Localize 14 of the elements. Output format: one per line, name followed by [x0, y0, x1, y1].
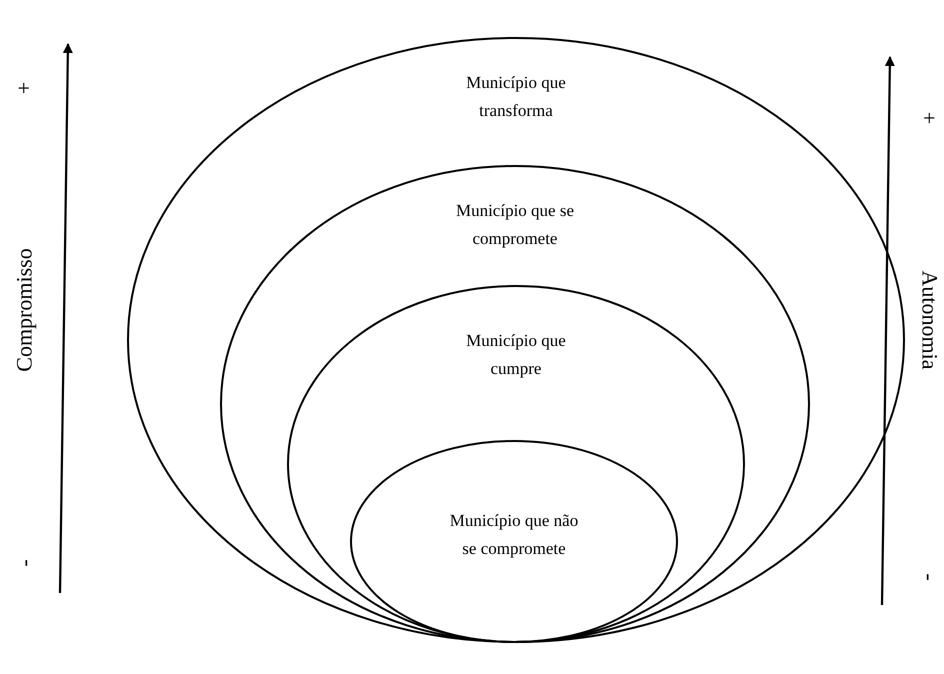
ellipse-node: [127, 37, 905, 643]
node-label: Município que se compromete: [454, 200, 576, 250]
axis-label: Autonomia: [918, 270, 940, 370]
ellipse-node: [220, 165, 810, 643]
node-label: Município que transforma: [465, 72, 567, 122]
axis-sign: -: [13, 559, 36, 567]
axis-sign: +: [918, 112, 940, 124]
node-label: Município que não se compromete: [449, 510, 579, 560]
axis-sign: +: [13, 82, 36, 94]
axis-label: Compromisso: [13, 248, 36, 372]
ellipse-node: [350, 440, 678, 643]
axis-sign: -: [918, 573, 940, 581]
node-label: Município que cumpre: [465, 330, 567, 380]
ellipse-node: [287, 285, 745, 643]
